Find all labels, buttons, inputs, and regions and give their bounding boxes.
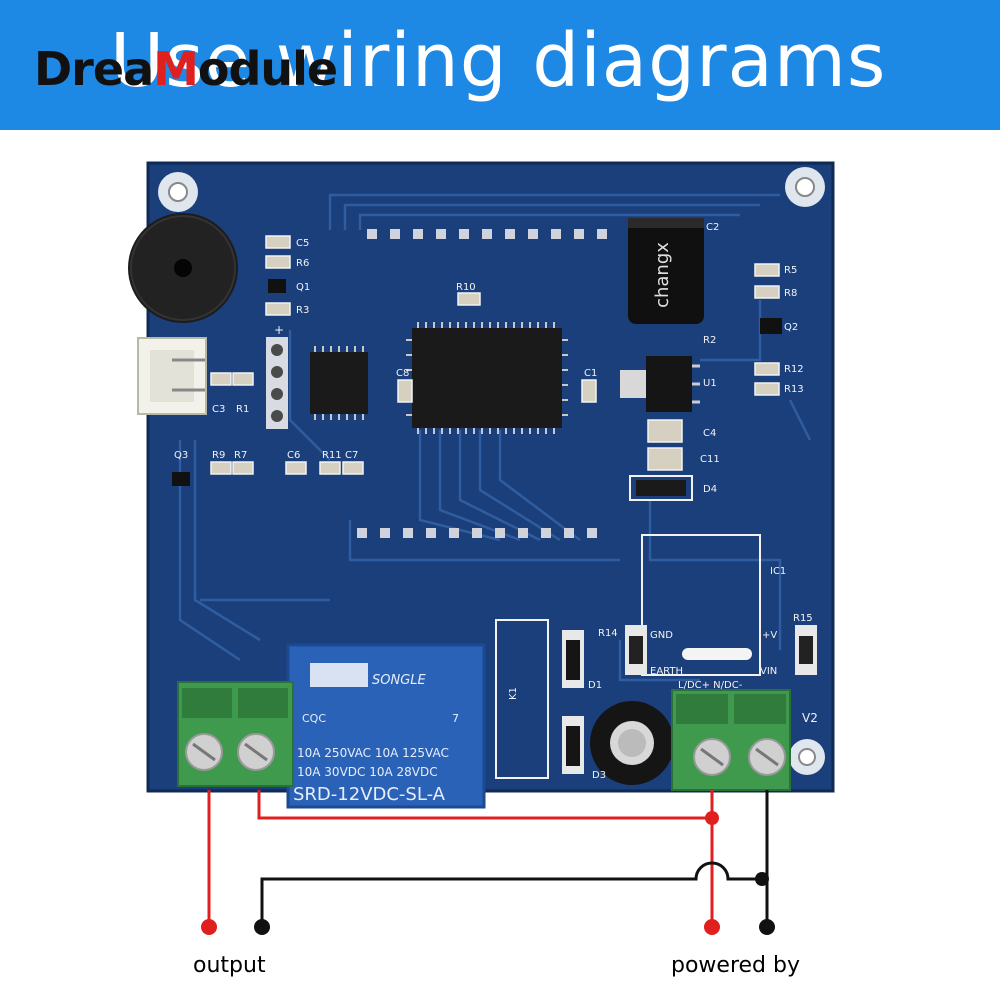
label-q3: Q3 — [174, 450, 188, 461]
output-label: output — [193, 953, 266, 978]
diode-d3 — [562, 716, 584, 774]
label-c1: C1 — [584, 368, 597, 379]
label-q2: Q2 — [784, 322, 798, 333]
label-v2: V2 — [802, 711, 818, 725]
display-pads-bottom — [357, 528, 597, 538]
capacitor-c2: changx — [628, 218, 704, 324]
sensor-connector — [137, 337, 207, 415]
label-c3: C3 — [212, 404, 225, 415]
label-r3: R3 — [296, 305, 309, 316]
label-k1: K1 — [508, 687, 519, 700]
power-terminal — [671, 689, 791, 791]
relay-rating-2: 10A 30VDC 10A 28VDC — [297, 765, 438, 779]
small-capacitor — [590, 701, 674, 785]
diode-d4 — [629, 475, 693, 501]
secondary-chip — [310, 346, 368, 420]
label-r6: R6 — [296, 258, 309, 269]
label-acdc: L/DC+ N/DC- — [678, 680, 743, 691]
label-c6: C6 — [287, 450, 300, 461]
relay-ul: 7 — [452, 712, 459, 725]
label-gnd: GND — [650, 630, 673, 641]
wire-red-link — [257, 790, 712, 820]
label-c4: C4 — [703, 428, 716, 439]
label-c7: C7 — [345, 450, 358, 461]
label-r13: R13 — [784, 384, 804, 395]
label-c11: C11 — [700, 454, 720, 465]
logo-text-2: odule — [197, 42, 338, 96]
wiring-diagram: changx — [128, 161, 835, 935]
label-ic1: IC1 — [770, 566, 786, 577]
label-r11: R11 — [322, 450, 342, 461]
wire-black-output — [260, 861, 762, 927]
brand-logo: DreaModule — [34, 42, 338, 96]
label-q1: Q1 — [296, 282, 310, 293]
page-title: Use wiring diagrams — [110, 18, 887, 104]
wire-nodes — [201, 811, 775, 935]
label-r7: R7 — [234, 450, 247, 461]
smd-parts — [210, 235, 780, 475]
label-c8: C8 — [396, 368, 409, 379]
diode-d1 — [562, 630, 584, 688]
label-u1: U1 — [703, 378, 717, 389]
output-terminal — [177, 681, 294, 787]
label-r15: R15 — [793, 613, 813, 624]
relay-rating-1: 10A 250VAC 10A 125VAC — [297, 746, 449, 760]
power-slot — [682, 648, 752, 660]
logo-text-1: Drea — [34, 42, 154, 96]
label-d1: D1 — [588, 680, 602, 691]
wiring — [207, 790, 769, 927]
capacitor-brand: changx — [652, 242, 673, 308]
buzzer-icon — [128, 213, 238, 323]
display-pads-top — [367, 229, 607, 239]
main-chip — [406, 322, 568, 434]
label-r10: R10 — [456, 282, 476, 293]
r14-body — [629, 636, 643, 664]
label-vin: VIN — [760, 666, 777, 677]
label-r9: R9 — [212, 450, 225, 461]
pcb-board-shade — [146, 161, 835, 793]
label-c2: C2 — [706, 222, 719, 233]
voltage-regulator — [620, 356, 700, 412]
power-module-outline — [641, 534, 761, 676]
logo-accent: M — [153, 42, 199, 96]
label-d4: D4 — [703, 484, 717, 495]
powered-by-label: powered by — [671, 953, 800, 978]
mount-holes — [158, 167, 825, 775]
label-r5: R5 — [784, 265, 797, 276]
label-plus: + — [274, 323, 284, 337]
label-d3: D3 — [592, 770, 606, 781]
label-earth: EARTH — [650, 666, 683, 677]
relay-cert: CQC — [302, 712, 326, 725]
transistors — [172, 279, 782, 486]
pin-header — [266, 337, 288, 429]
label-r8: R8 — [784, 288, 797, 299]
label-c5: C5 — [296, 238, 309, 249]
k1-outline — [495, 619, 549, 779]
pcb-traces — [178, 193, 812, 682]
label-r14: R14 — [598, 628, 618, 639]
relay-model: SRD-12VDC-SL-A — [293, 784, 446, 805]
label-r1: R1 — [236, 404, 249, 415]
relay — [286, 643, 486, 809]
header-banner: Use wiring diagrams DreaModule — [0, 0, 1000, 130]
r15-body — [799, 636, 813, 664]
label-r12: R12 — [784, 364, 804, 375]
label-plusv: +V — [762, 630, 777, 641]
relay-brand: SONGLE — [372, 673, 427, 688]
label-r2: R2 — [703, 335, 716, 346]
